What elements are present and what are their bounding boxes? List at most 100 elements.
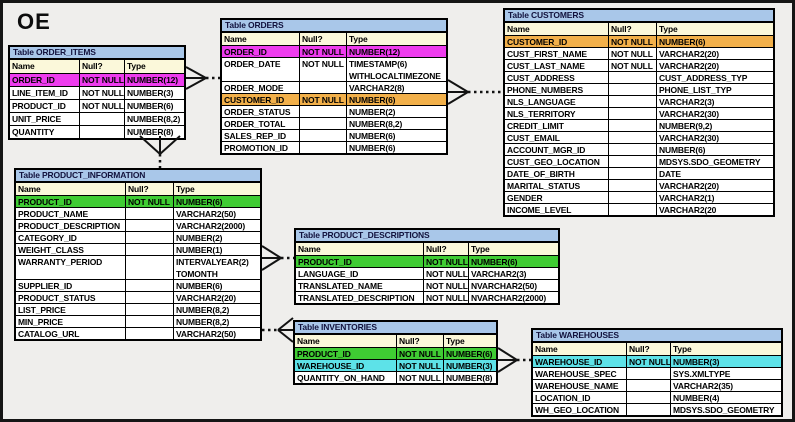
column-nullable-value [609, 96, 657, 107]
column-header: Null? [627, 343, 671, 355]
column-type-value: DATE [659, 169, 681, 179]
column-nullable-value [609, 180, 657, 191]
table-title: Table CUSTOMERS [505, 10, 773, 23]
column-nullable-value: NOT NULL [126, 196, 174, 207]
column-nullable-value [609, 156, 657, 167]
table-title: Table ORDER_ITEMS [10, 47, 184, 60]
column-name-value: PRODUCT_ID [296, 256, 424, 267]
column-nullable-value: NOT NULL [627, 356, 671, 367]
column-type-value: NUMBER(12) [347, 46, 446, 57]
column-type-value: VARCHAR2(50) [176, 209, 236, 219]
column-header: Name [533, 343, 627, 355]
column-name-value: ORDER_TOTAL [222, 118, 300, 129]
column-header: Name [10, 60, 80, 73]
column-type-value: NUMBER(6) [657, 36, 773, 47]
column-type-value: VARCHAR2(2000) [176, 221, 246, 231]
column-nullable-value: NOT NULL [397, 360, 444, 371]
column-name-value: WH_GEO_LOCATION [533, 404, 627, 415]
connector-product_information-product_descriptions [261, 245, 294, 271]
connector-product_information-inventories [262, 317, 294, 343]
column-name-value: NLS_LANGUAGE [505, 96, 609, 107]
type-line-2: WITHLOCALTIMEZONE [349, 71, 441, 81]
column-name-value: CUST_ADDRESS [505, 72, 609, 83]
column-name-value: MARITAL_STATUS [505, 180, 609, 191]
column-type-value: VARCHAR2(3) [659, 97, 715, 107]
column-nullable-value [609, 168, 657, 179]
column-nullable-value: NOT NULL [424, 256, 469, 267]
column-nullable-value: NOT NULL [300, 58, 347, 81]
column-nullable-value: NOT NULL [80, 74, 125, 86]
column-nullable-value [609, 132, 657, 143]
column-nullable-value: NOT NULL [609, 48, 657, 59]
column-name-value: ORDER_MODE [222, 82, 300, 93]
connector-inventories-warehouses [497, 347, 531, 373]
table-title: Table ORDERS [222, 20, 446, 33]
column-type-value: NUMBER(1) [176, 245, 223, 255]
table-row-nls_language: NLS_LANGUAGE VARCHAR2(3) [505, 95, 773, 107]
connector-orders-customers [447, 79, 503, 105]
column-nullable-value [609, 84, 657, 95]
column-type-value: NUMBER(6) [444, 348, 496, 359]
column-name-value: LOCATION_ID [533, 392, 627, 403]
table-title: Table PRODUCT_INFORMATION [16, 170, 260, 183]
column-type-value: VARCHAR2(50) [176, 329, 236, 339]
column-nullable-value [300, 118, 347, 129]
column-name-value: CREDIT_LIMIT [505, 120, 609, 131]
column-name-value: CUSTOMER_ID [222, 94, 300, 105]
column-type-value: NUMBER(4) [673, 393, 720, 403]
column-nullable-value: NOT NULL [426, 268, 469, 279]
column-nullable-value: NOT NULL [300, 46, 347, 57]
column-name-value: WAREHOUSE_ID [533, 356, 627, 367]
column-header: Type [444, 335, 496, 347]
column-type-value: INTERVALYEAR(2)TOMONTH [174, 256, 260, 279]
column-type-value: NUMBER(8,2) [127, 114, 181, 124]
column-name-value: CATEGORY_ID [16, 232, 126, 243]
column-type-value: VARCHAR2(35) [673, 381, 733, 391]
column-nullable-value [627, 368, 671, 379]
column-type-value: TIMESTAMP(6)WITHLOCALTIMEZONE [347, 58, 446, 81]
column-nullable-value [126, 316, 174, 327]
column-header: Type [125, 60, 184, 73]
column-nullable-value [126, 304, 174, 315]
column-name-value: QUANTITY [10, 126, 80, 138]
column-type-value: NUMBER(8,2) [176, 305, 230, 315]
column-nullable-value [627, 404, 671, 415]
column-nullable-value: NOT NULL [609, 60, 657, 71]
column-header: Name [296, 243, 424, 255]
column-type-value: VARCHAR2(30) [659, 109, 719, 119]
column-name-value: TRANSLATED_DESCRIPTION [296, 292, 424, 303]
column-nullable-value [300, 130, 347, 141]
column-nullable-value [126, 232, 174, 243]
column-name-value: CUST_LAST_NAME [505, 60, 609, 71]
column-type-value: VARCHAR2(3) [471, 269, 527, 279]
column-name-value: LANGUAGE_ID [296, 268, 424, 279]
